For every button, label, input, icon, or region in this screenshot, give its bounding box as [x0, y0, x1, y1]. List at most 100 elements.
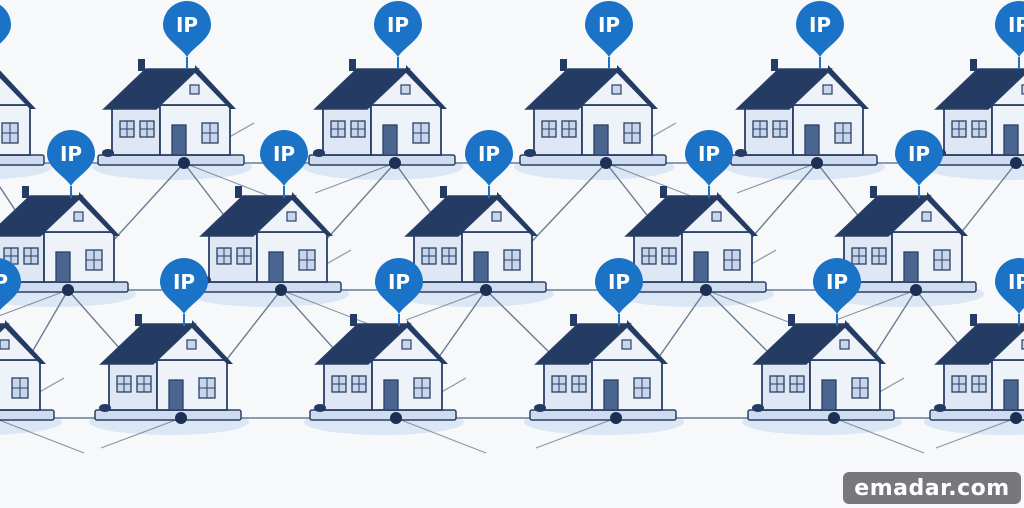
- network-node-icon: [910, 284, 922, 296]
- pin-body: [685, 130, 733, 186]
- house-door: [1003, 379, 1019, 411]
- house-bush: [524, 149, 536, 157]
- house-front-wall: [370, 104, 442, 156]
- house-chimney: [235, 186, 242, 198]
- pin-label: IP: [698, 142, 720, 166]
- house-chimney: [560, 59, 567, 71]
- network-link: [183, 162, 275, 199]
- house-front-wall: [156, 359, 228, 411]
- ip-pins: IPIPIPIPIPIPIPIPIPIPIPIPIPIPIPIPIP: [0, 1, 1024, 326]
- house-front-wall: [792, 104, 864, 156]
- house-door: [804, 124, 820, 156]
- house-roof-edge: [0, 70, 36, 109]
- network-link: [605, 162, 697, 199]
- house-icon: [829, 186, 977, 293]
- house-attic-window: [73, 211, 84, 222]
- pin-body: [47, 130, 95, 186]
- house-door: [268, 251, 284, 283]
- house-chimney: [970, 314, 977, 326]
- house-chimney: [771, 59, 778, 71]
- house-attic-window: [189, 84, 200, 95]
- location-pin-icon: IP: [47, 130, 95, 198]
- pin-body: [465, 130, 513, 186]
- location-pin-icon: IP: [163, 1, 211, 69]
- house-attic-window: [822, 84, 833, 95]
- house-icon: [194, 186, 342, 293]
- house-roof-edge: [406, 65, 447, 109]
- house-bush: [99, 404, 111, 412]
- house-base: [929, 154, 1024, 166]
- house-chimney: [138, 59, 145, 71]
- house-roof: [934, 323, 1024, 365]
- pin-body: [995, 258, 1024, 314]
- pin-body: [895, 130, 943, 186]
- house-chimney: [349, 59, 356, 71]
- house-icon: [94, 314, 242, 421]
- house-front-wall: [461, 231, 533, 283]
- house-roof-edge: [927, 192, 968, 236]
- house-front-wall: [159, 104, 231, 156]
- house-attic-window: [401, 339, 412, 350]
- network-link: [395, 417, 487, 454]
- network-node-icon: [600, 157, 612, 169]
- location-pin-icon: IP: [995, 258, 1024, 326]
- house-icon: [529, 314, 677, 421]
- house-bush: [934, 404, 946, 412]
- network-link: [835, 289, 917, 321]
- house-icon: [0, 186, 129, 293]
- pin-body: [163, 1, 211, 57]
- house-base: [0, 154, 45, 166]
- pin-body: [995, 1, 1024, 57]
- house-base: [194, 281, 342, 293]
- house-base: [308, 154, 456, 166]
- network-link: [736, 162, 818, 194]
- house-icon: [747, 314, 895, 421]
- house-door: [171, 124, 187, 156]
- network-node-icon: [1010, 157, 1022, 169]
- house-icon: [399, 186, 547, 293]
- network-link: [405, 289, 487, 321]
- location-pin-icon: IP: [374, 1, 422, 69]
- pin-label: IP: [60, 142, 82, 166]
- house-front-wall: [681, 231, 753, 283]
- pin-body: [595, 258, 643, 314]
- house-roof-edge: [617, 65, 658, 109]
- house-roof-edge: [828, 65, 869, 109]
- watermark-badge: emadar.com: [843, 472, 1021, 504]
- pin-label: IP: [273, 142, 295, 166]
- house-chimney: [570, 314, 577, 326]
- pin-body: [374, 1, 422, 57]
- house-door: [473, 251, 489, 283]
- location-pin-icon: IP: [160, 258, 208, 326]
- house-roof-edge: [497, 192, 538, 236]
- house-door: [383, 379, 399, 411]
- house-roof-edge: [292, 192, 333, 236]
- pin-label: IP: [908, 142, 930, 166]
- location-pin-icon: IP: [813, 258, 861, 326]
- house-chimney: [440, 186, 447, 198]
- house-base: [529, 409, 677, 421]
- house-roof-edge: [192, 320, 233, 364]
- house-base: [929, 409, 1024, 421]
- house-attic-window: [611, 84, 622, 95]
- network-node-icon: [62, 284, 74, 296]
- network-link: [100, 417, 182, 449]
- house-chimney: [970, 59, 977, 71]
- pin-label: IP: [173, 270, 195, 294]
- house-attic-window: [1021, 339, 1024, 350]
- house-attic-window: [491, 211, 502, 222]
- house-front-wall: [809, 359, 881, 411]
- location-pin-icon: IP: [595, 258, 643, 326]
- house-roof: [934, 68, 1024, 110]
- pin-label: IP: [176, 13, 198, 37]
- network-node-icon: [175, 412, 187, 424]
- network-nodes: [62, 157, 1022, 424]
- house-door: [693, 251, 709, 283]
- house-attic-window: [621, 339, 632, 350]
- location-pin-icon: IP: [465, 130, 513, 198]
- house-chimney: [350, 314, 357, 326]
- house-icon: [519, 59, 667, 166]
- house-door: [593, 124, 609, 156]
- network-link: [535, 417, 617, 449]
- watermark-text: emadar.com: [854, 475, 1010, 501]
